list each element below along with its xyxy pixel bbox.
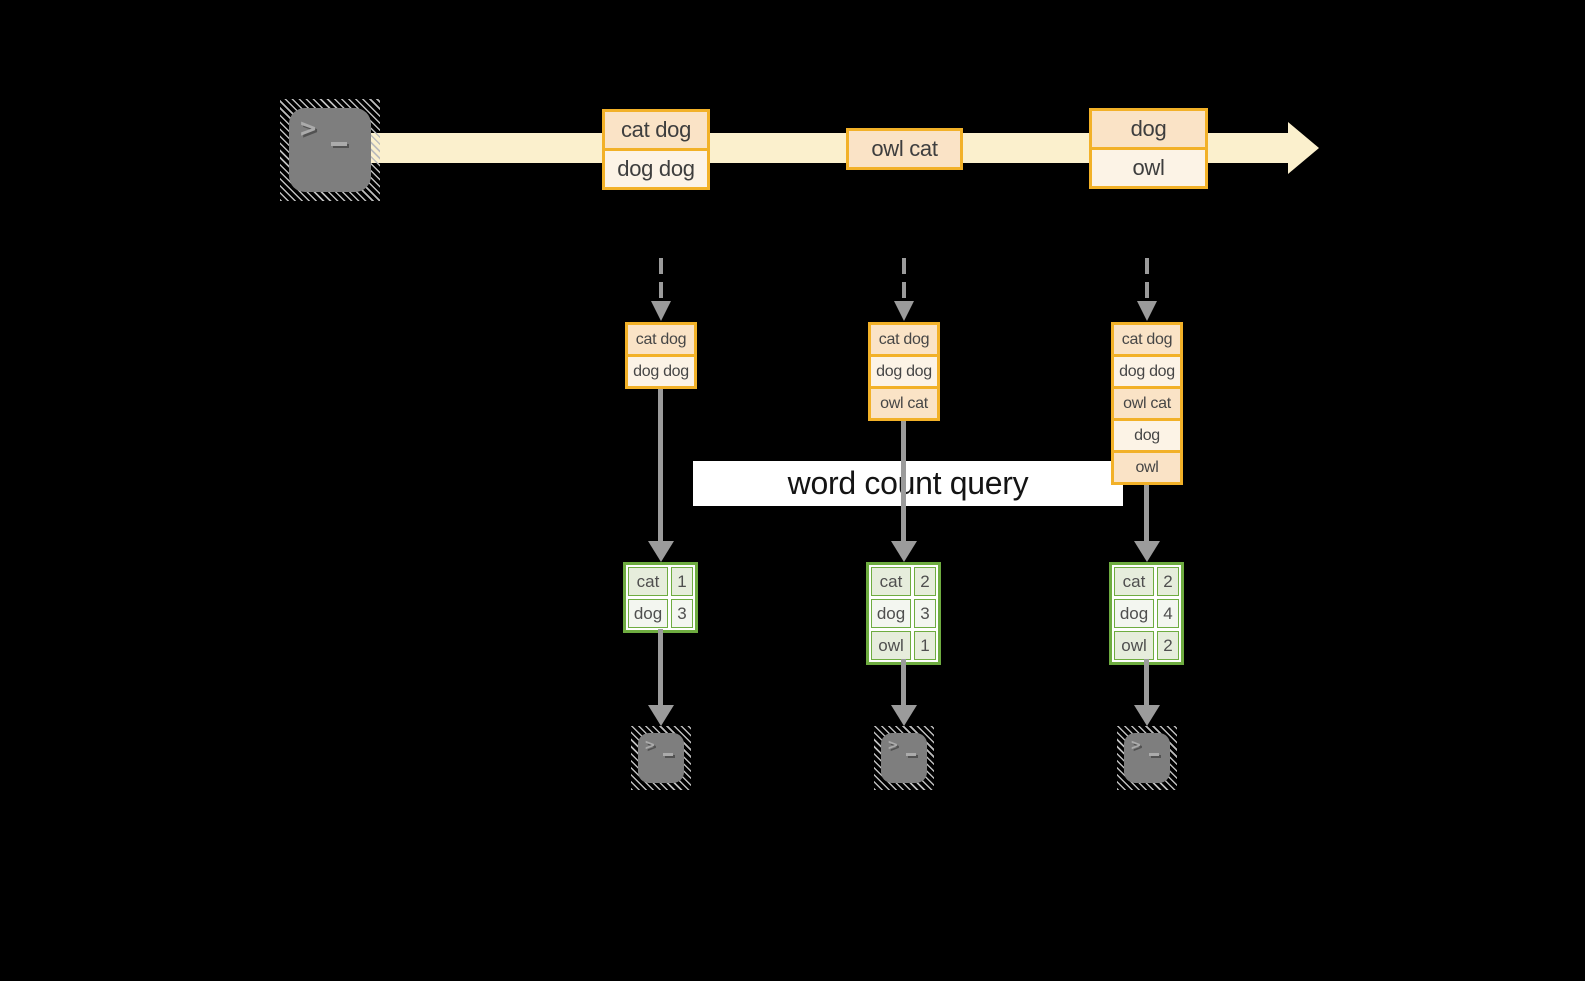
buffer-row: cat dog bbox=[1114, 325, 1180, 354]
word-cell: dog bbox=[628, 599, 668, 628]
flow-arrow-head-icon bbox=[891, 541, 917, 562]
count-cell: 2 bbox=[1157, 567, 1179, 596]
dashed-arrow-head-icon bbox=[651, 301, 671, 321]
prompt-chevron-icon: > bbox=[300, 113, 317, 144]
result-table-3: cat 2 dog 4 owl 2 bbox=[1109, 562, 1184, 665]
dashed-arrow-head-icon bbox=[894, 301, 914, 321]
buffer-row: cat dog bbox=[871, 325, 937, 354]
flow-arrow-line bbox=[901, 659, 906, 705]
flow-arrow-line bbox=[658, 389, 663, 541]
count-cell: 1 bbox=[671, 567, 693, 596]
count-cell: 2 bbox=[914, 567, 936, 596]
buffer-stack-1: cat dog dog dog bbox=[625, 322, 697, 389]
buffer-stack-2: cat dog dog dog owl cat bbox=[868, 322, 940, 421]
terminal-body: > bbox=[881, 733, 927, 783]
terminal-sink-icon: > bbox=[1117, 726, 1177, 790]
word-cell: cat bbox=[871, 567, 911, 596]
buffer-row: owl cat bbox=[871, 386, 937, 418]
buffer-row: dog dog bbox=[871, 354, 937, 386]
terminal-source-icon: > bbox=[280, 99, 380, 201]
count-cell: 3 bbox=[671, 599, 693, 628]
dashed-arrow-line bbox=[659, 258, 663, 301]
buffer-row: dog bbox=[1114, 418, 1180, 450]
word-cell: cat bbox=[1114, 567, 1154, 596]
count-cell: 4 bbox=[1157, 599, 1179, 628]
buffer-row: cat dog bbox=[628, 325, 694, 354]
buffer-row: owl bbox=[1114, 450, 1180, 482]
result-table-2: cat 2 dog 3 owl 1 bbox=[866, 562, 941, 665]
count-cell: 1 bbox=[914, 631, 936, 660]
flow-arrow-head-icon bbox=[648, 541, 674, 562]
word-cell: owl bbox=[1114, 631, 1154, 660]
flow-arrow-line bbox=[901, 421, 906, 541]
prompt-chevron-icon: > bbox=[1131, 735, 1141, 754]
dashed-arrow-line bbox=[1145, 258, 1149, 301]
terminal-body: > bbox=[1124, 733, 1170, 783]
flow-arrow-head-icon bbox=[1134, 705, 1160, 726]
event-box-3: dog owl bbox=[1089, 108, 1208, 189]
dashed-arrow-line bbox=[902, 258, 906, 301]
prompt-cursor-icon bbox=[663, 753, 673, 756]
prompt-cursor-icon bbox=[906, 753, 916, 756]
dashed-arrow-head-icon bbox=[1137, 301, 1157, 321]
word-cell: owl bbox=[871, 631, 911, 660]
event-record: owl bbox=[1092, 147, 1205, 186]
buffer-row: dog dog bbox=[628, 354, 694, 386]
event-box-1: cat dog dog dog bbox=[602, 109, 710, 190]
terminal-body: > bbox=[638, 733, 684, 783]
flow-arrow-line bbox=[1144, 485, 1149, 541]
terminal-body: > bbox=[289, 108, 371, 192]
prompt-cursor-icon bbox=[331, 142, 347, 146]
event-record: dog bbox=[1092, 111, 1205, 147]
count-cell: 3 bbox=[914, 599, 936, 628]
flow-arrow-line bbox=[658, 629, 663, 705]
result-table-1: cat 1 dog 3 bbox=[623, 562, 698, 633]
event-record: cat dog bbox=[605, 112, 707, 148]
event-box-2: owl cat bbox=[846, 128, 963, 170]
flow-arrow-head-icon bbox=[891, 705, 917, 726]
terminal-sink-icon: > bbox=[631, 726, 691, 790]
query-banner: word count query bbox=[693, 461, 1123, 506]
buffer-stack-3: cat dog dog dog owl cat dog owl bbox=[1111, 322, 1183, 485]
prompt-cursor-icon bbox=[1149, 753, 1159, 756]
word-cell: dog bbox=[871, 599, 911, 628]
terminal-sink-icon: > bbox=[874, 726, 934, 790]
word-cell: dog bbox=[1114, 599, 1154, 628]
buffer-row: owl cat bbox=[1114, 386, 1180, 418]
event-record: owl cat bbox=[849, 131, 960, 167]
prompt-chevron-icon: > bbox=[645, 735, 655, 754]
stream-band-arrowhead-icon bbox=[1288, 122, 1319, 174]
flow-arrow-line bbox=[1144, 659, 1149, 705]
flow-arrow-head-icon bbox=[1134, 541, 1160, 562]
prompt-chevron-icon: > bbox=[888, 735, 898, 754]
count-cell: 2 bbox=[1157, 631, 1179, 660]
flow-arrow-head-icon bbox=[648, 705, 674, 726]
buffer-row: dog dog bbox=[1114, 354, 1180, 386]
word-cell: cat bbox=[628, 567, 668, 596]
event-record: dog dog bbox=[605, 148, 707, 187]
